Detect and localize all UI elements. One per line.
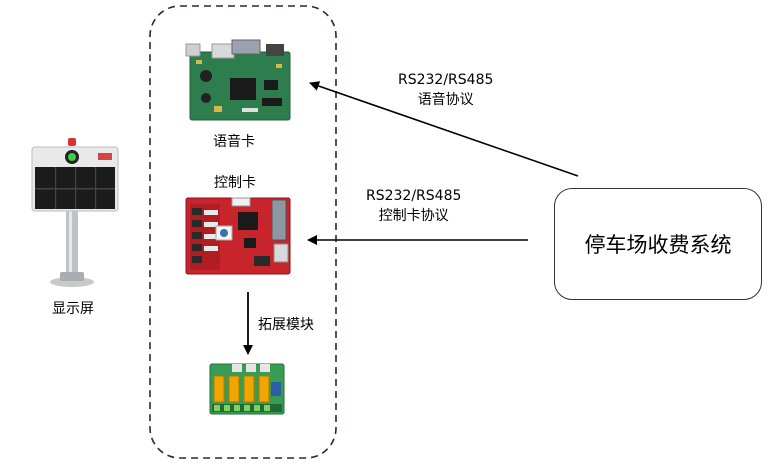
parking-system-box: 停车场收费系统 <box>554 188 762 300</box>
card-group-dashed-border <box>149 5 337 459</box>
control-protocol-name: 控制卡协议 <box>378 208 449 224</box>
voice-protocol-arrow <box>309 81 579 177</box>
parking-system-label: 停车场收费系统 <box>584 233 732 257</box>
voice-protocol-label: RS232/RS485 语音协议 <box>398 70 493 110</box>
display-screen-icon <box>31 138 119 287</box>
control-protocol-label: RS232/RS485 控制卡协议 <box>366 186 461 226</box>
control-card-icon <box>185 197 291 275</box>
expansion-module-label: 拓展模块 <box>258 317 314 333</box>
display-screen-label: 显示屏 <box>52 301 94 317</box>
voice-card-label: 语音卡 <box>213 134 255 150</box>
voice-protocol-interface: RS232/RS485 <box>398 72 494 88</box>
control-card-label: 控制卡 <box>214 175 256 191</box>
control-protocol-interface: RS232/RS485 <box>366 188 462 204</box>
voice-card-icon <box>185 39 294 124</box>
expansion-module-icon <box>209 363 285 415</box>
voice-protocol-name: 语音协议 <box>417 92 474 108</box>
